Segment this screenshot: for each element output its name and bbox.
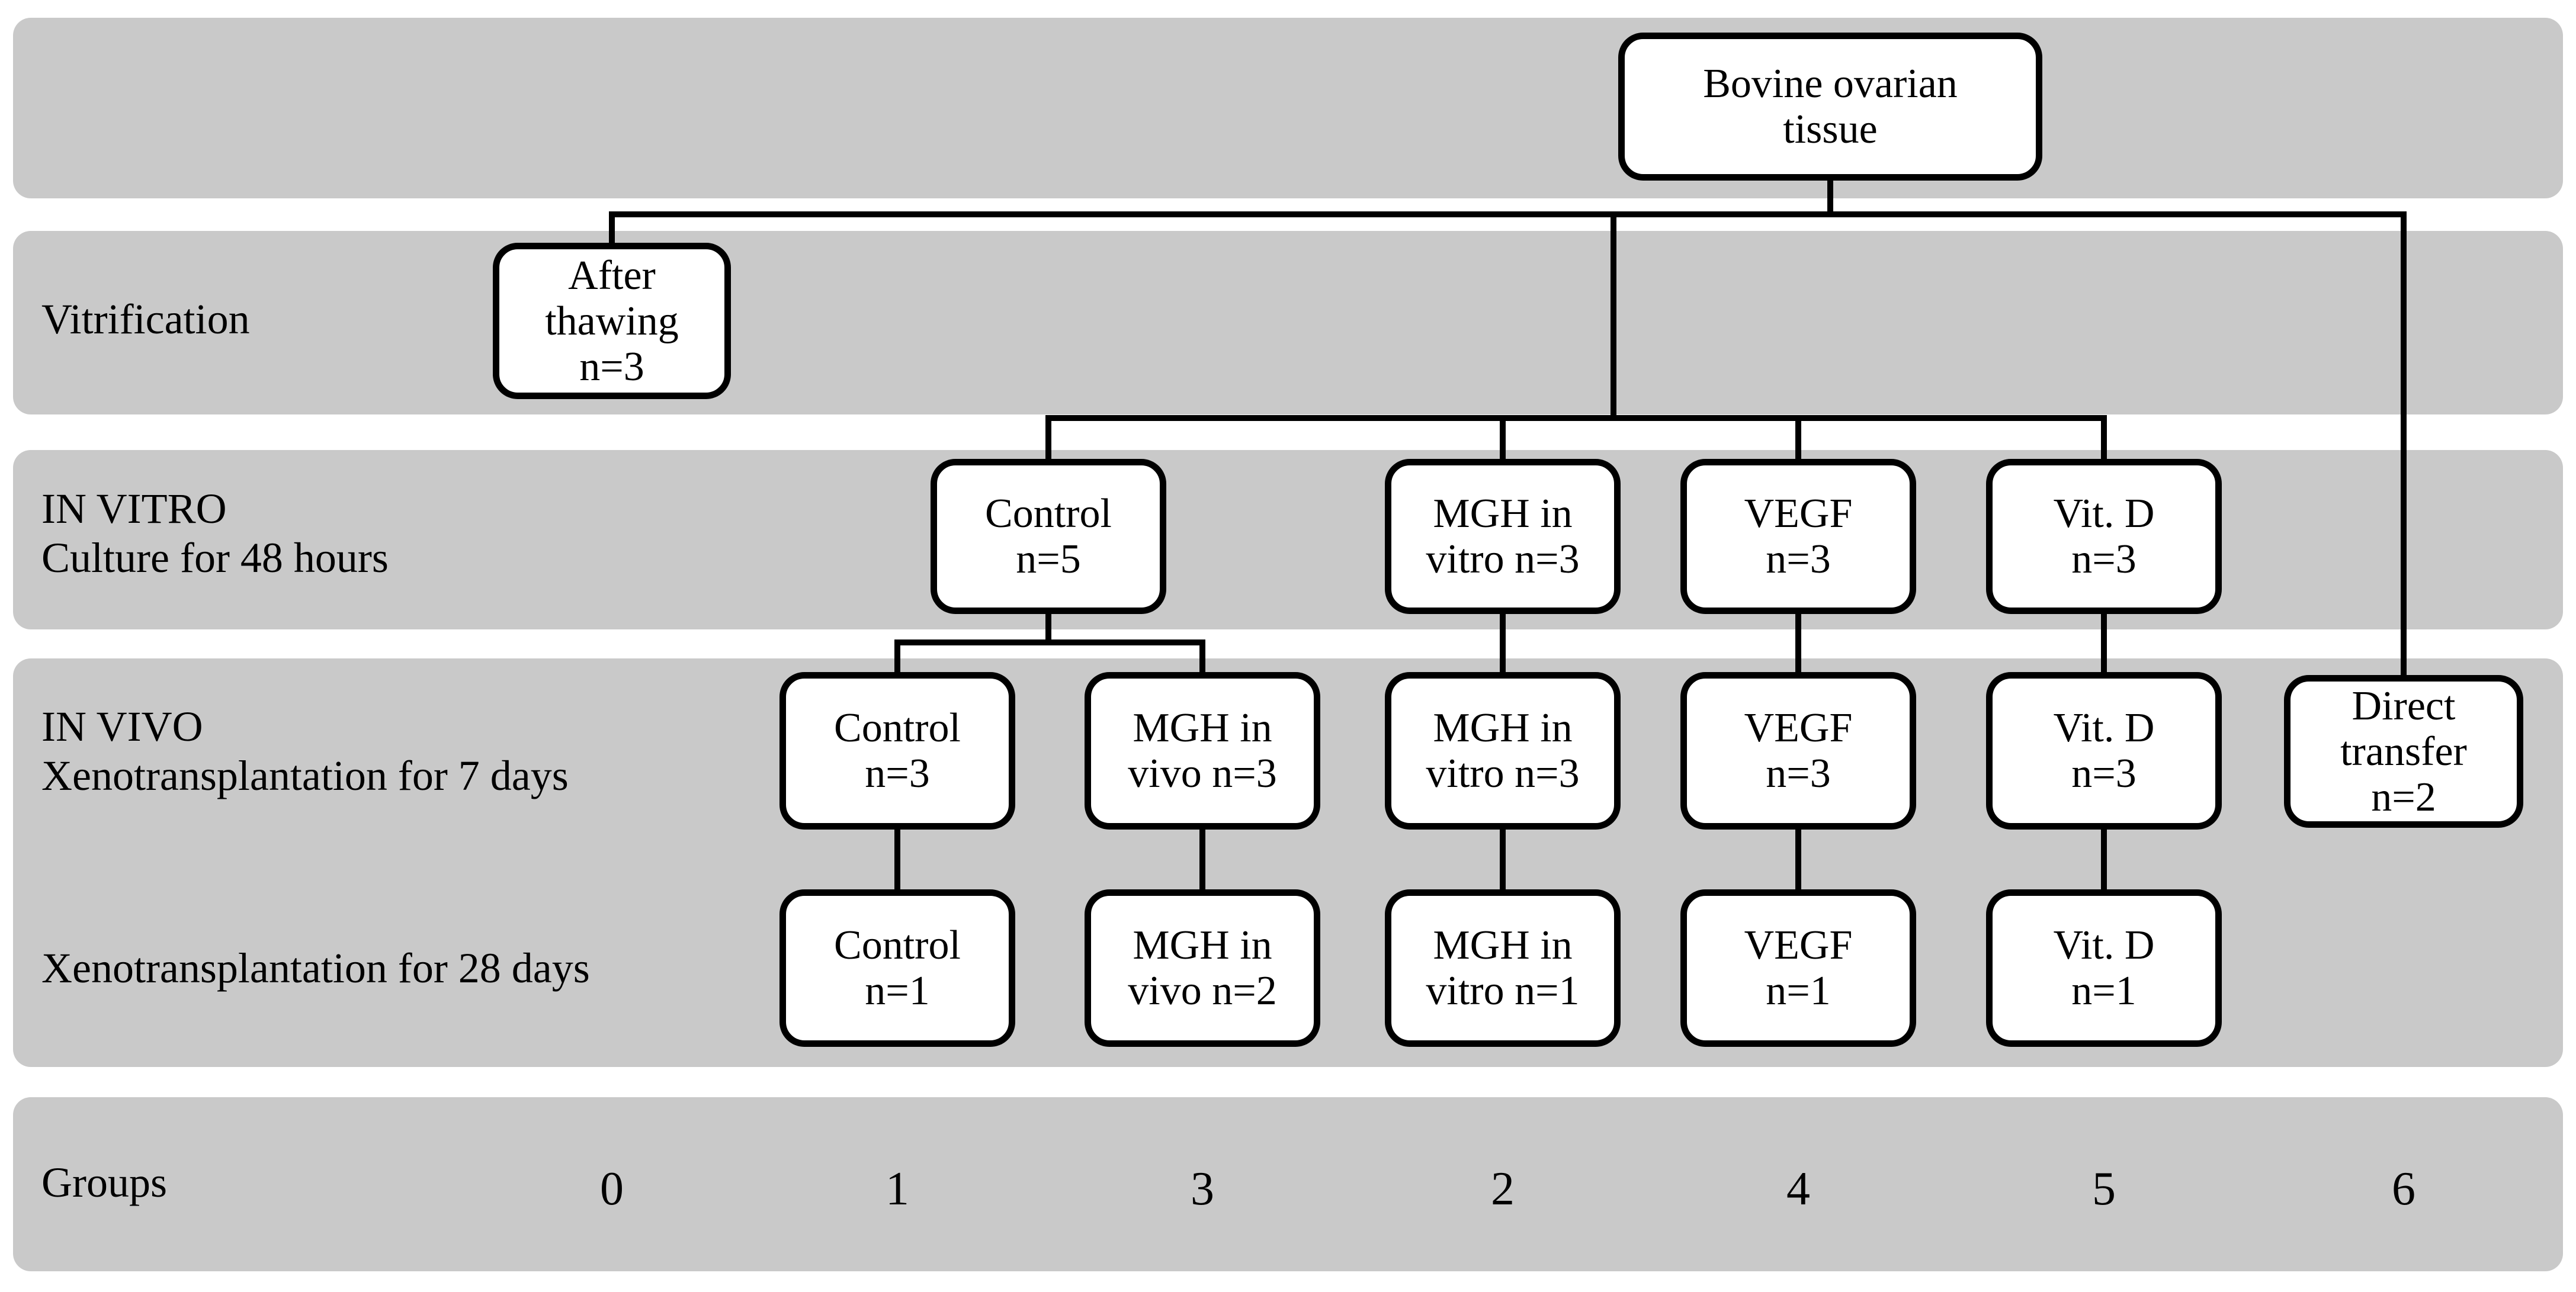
connector-top-horizontal <box>609 211 2407 217</box>
connector-to-after-thawing <box>609 211 615 246</box>
connector-control-n5-drop <box>1045 610 1051 645</box>
group-number-3: 3 <box>1191 1163 1214 1215</box>
connector-control-28d <box>894 826 900 895</box>
node-invitro-vitd-n3: Vit. D n=3 <box>1986 459 2222 614</box>
node-xeno7-control-n3: Control n=3 <box>779 672 1015 830</box>
row-label-in-vivo-7d: IN VIVO Xenotransplantation for 7 days <box>41 703 569 799</box>
node-xeno7-mgh-invitro-n3: MGH in vitro n=3 <box>1385 672 1621 830</box>
node-invitro-vegf-n3: VEGF n=3 <box>1680 459 1916 614</box>
connector-mgh-invitro-28d <box>1500 826 1506 895</box>
connector-mgh-invitro-7d <box>1500 610 1506 678</box>
connector-to-mgh-invivo-n3 <box>1199 639 1205 678</box>
connector-mgh-invivo-28d <box>1199 826 1205 895</box>
band-groups-row <box>13 1097 2563 1271</box>
node-xeno7-mgh-invivo-n3: MGH in vivo n=3 <box>1085 672 1320 830</box>
node-invitro-mgh-n3: MGH in vitro n=3 <box>1385 459 1621 614</box>
group-number-1: 1 <box>886 1163 909 1215</box>
row-label-xeno-28d: Xenotransplantation for 28 days <box>41 944 590 992</box>
connector-mid-drop <box>1611 211 1616 421</box>
node-xeno28-vitd-n1: Vit. D n=1 <box>1986 889 2222 1047</box>
row-label-vitrification: Vitrification <box>41 295 250 343</box>
connector-to-direct-transfer <box>2401 211 2407 681</box>
connector-to-mgh-invitro-n3 <box>1500 415 1506 465</box>
row-label-in-vitro: IN VITRO Culture for 48 hours <box>41 485 389 581</box>
connector-vitd-7d <box>2101 610 2107 678</box>
band-root-row <box>13 18 2563 198</box>
connector-vegf-28d <box>1795 826 1801 895</box>
connector-root-drop <box>1827 178 1833 217</box>
node-direct-transfer-n2: Direct transfer n=2 <box>2284 675 2523 828</box>
row-label-groups: Groups <box>41 1159 167 1206</box>
connector-invitro-horizontal <box>1045 415 2107 421</box>
node-xeno7-vegf-n3: VEGF n=3 <box>1680 672 1916 830</box>
node-xeno28-mgh-invitro-n1: MGH in vitro n=1 <box>1385 889 1621 1047</box>
node-xeno28-control-n1: Control n=1 <box>779 889 1015 1047</box>
connector-to-vegf-n3 <box>1795 415 1801 465</box>
node-after-thawing: After thawing n=3 <box>493 243 731 399</box>
connector-to-control-n3 <box>894 639 900 678</box>
group-number-2: 2 <box>1491 1163 1515 1215</box>
node-xeno7-vitd-n3: Vit. D n=3 <box>1986 672 2222 830</box>
group-number-5: 5 <box>2092 1163 2116 1215</box>
node-xeno28-vegf-n1: VEGF n=1 <box>1680 889 1916 1047</box>
group-number-6: 6 <box>2392 1163 2415 1215</box>
node-bovine-ovarian-tissue: Bovine ovarian tissue <box>1618 33 2042 181</box>
node-xeno28-mgh-invivo-n2: MGH in vivo n=2 <box>1085 889 1320 1047</box>
group-number-4: 4 <box>1786 1163 1810 1215</box>
connector-to-vitd-n3 <box>2101 415 2107 465</box>
connector-vitd-28d <box>2101 826 2107 895</box>
node-invitro-control-n5: Control n=5 <box>931 459 1166 614</box>
connector-control-split <box>894 639 1205 645</box>
connector-vegf-7d <box>1795 610 1801 678</box>
band-vitrification-row <box>13 231 2563 414</box>
group-number-0: 0 <box>600 1163 624 1215</box>
connector-to-control-n5 <box>1045 415 1051 465</box>
